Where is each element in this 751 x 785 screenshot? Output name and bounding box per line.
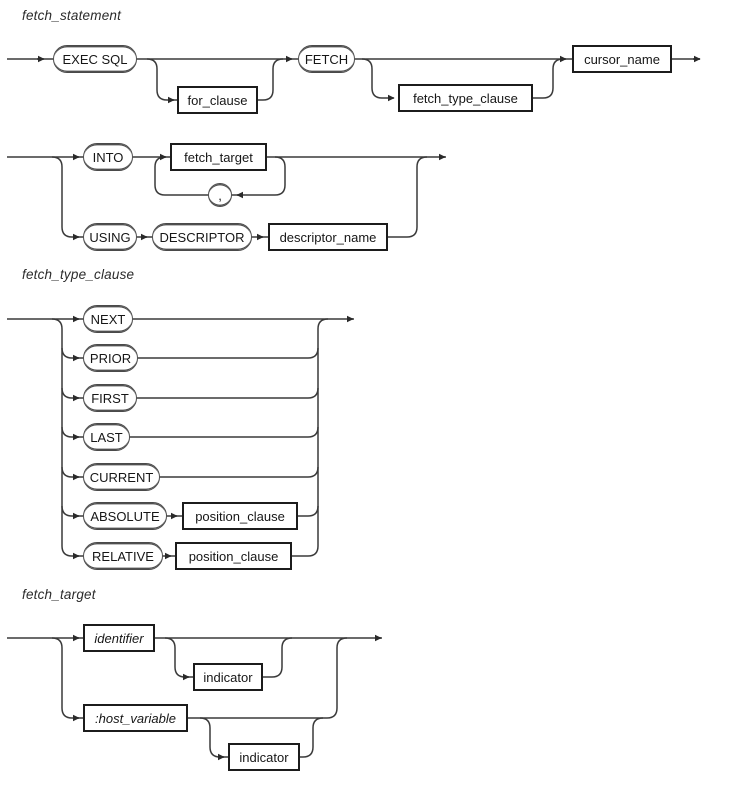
nonterminal-indicator-1: indicator bbox=[193, 663, 263, 691]
nonterminal-indicator-2: indicator bbox=[228, 743, 300, 771]
terminal-relative: RELATIVE bbox=[83, 542, 163, 570]
terminal-next: NEXT bbox=[83, 305, 133, 333]
terminal-current: CURRENT bbox=[83, 463, 160, 491]
terminal-absolute: ABSOLUTE bbox=[83, 502, 167, 530]
nonterminal-position-clause-absolute: position_clause bbox=[182, 502, 298, 530]
terminal-comma: , bbox=[208, 183, 232, 207]
section-title-fetch-target: fetch_target bbox=[22, 587, 96, 602]
terminal-fetch: FETCH bbox=[298, 45, 355, 73]
terminal-descriptor: DESCRIPTOR bbox=[152, 223, 252, 251]
nonterminal-descriptor-name: descriptor_name bbox=[268, 223, 388, 251]
terminal-last: LAST bbox=[83, 423, 130, 451]
track-lines bbox=[7, 58, 700, 758]
nonterminal-fetch-type-clause: fetch_type_clause bbox=[398, 84, 533, 112]
nonterminal-identifier: identifier bbox=[83, 624, 155, 652]
nonterminal-cursor-name: cursor_name bbox=[572, 45, 672, 73]
terminal-first: FIRST bbox=[83, 384, 137, 412]
terminal-exec-sql: EXEC SQL bbox=[53, 45, 137, 73]
arrowheads bbox=[37, 55, 701, 761]
section-title-fetch-statement: fetch_statement bbox=[22, 8, 122, 23]
terminal-prior: PRIOR bbox=[83, 344, 138, 372]
nonterminal-host-variable: :host_variable bbox=[83, 704, 188, 732]
terminal-using: USING bbox=[83, 223, 137, 251]
nonterminal-fetch-target: fetch_target bbox=[170, 143, 267, 171]
nonterminal-position-clause-relative: position_clause bbox=[175, 542, 292, 570]
nonterminal-for-clause: for_clause bbox=[177, 86, 258, 114]
terminal-into: INTO bbox=[83, 143, 133, 171]
section-title-fetch-type-clause: fetch_type_clause bbox=[22, 267, 135, 282]
